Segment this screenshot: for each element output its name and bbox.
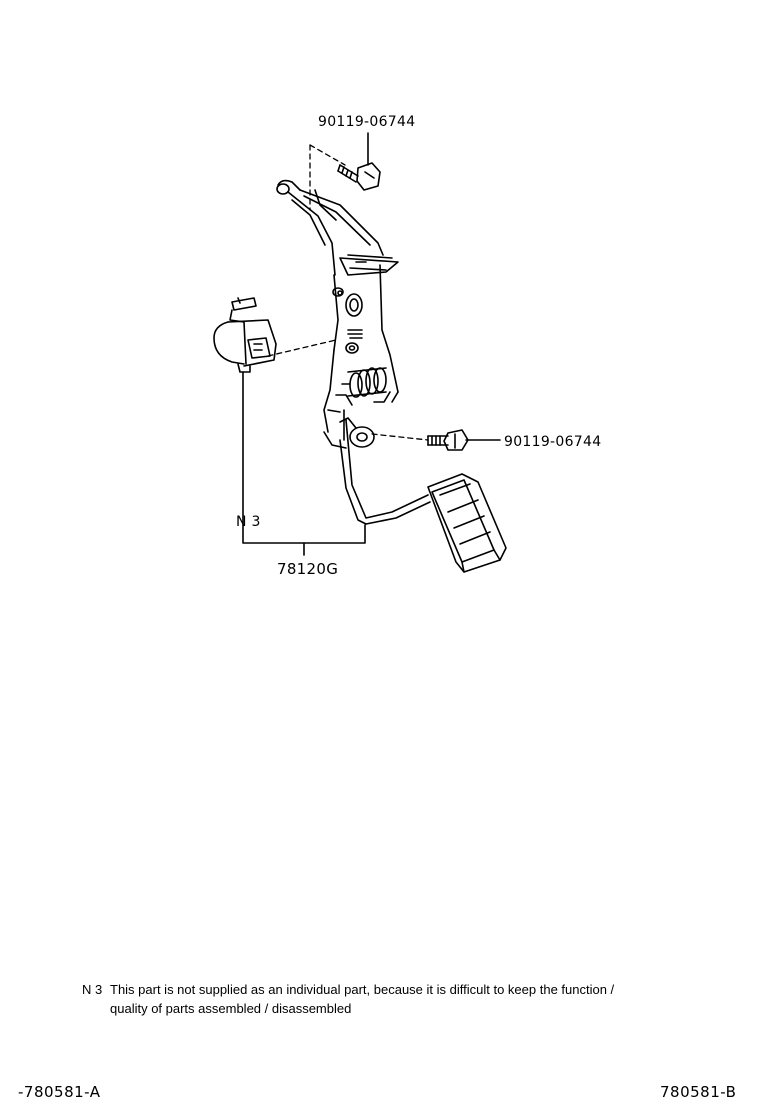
footnote-marker: N 3 bbox=[82, 982, 103, 997]
pedal-arm bbox=[277, 181, 383, 275]
top-bolt-icon bbox=[338, 163, 380, 190]
right-bolt-icon bbox=[428, 430, 468, 450]
return-spring bbox=[342, 368, 386, 397]
pedal-pad bbox=[428, 474, 506, 572]
footnote-line-1: This part is not supplied as an individu… bbox=[110, 982, 615, 997]
note-marker-callout: N 3 bbox=[236, 514, 261, 530]
footnote-line-2: quality of parts assembled / disassemble… bbox=[110, 1001, 352, 1016]
footer-right-code: 780581-B bbox=[660, 1083, 737, 1101]
bolt-right-part-number[interactable]: 90119-06744 bbox=[504, 434, 602, 450]
pedal-lever bbox=[340, 420, 430, 524]
footer-left-code: -780581-A bbox=[18, 1083, 101, 1101]
bolt-top-part-number[interactable]: 90119-06744 bbox=[318, 114, 416, 130]
throttle-position-sensor bbox=[214, 298, 276, 372]
pivot-boss bbox=[340, 410, 374, 447]
pedal-bracket bbox=[324, 255, 398, 448]
leader-lines bbox=[243, 133, 500, 555]
assembly-part-number[interactable]: 78120G bbox=[277, 560, 339, 578]
